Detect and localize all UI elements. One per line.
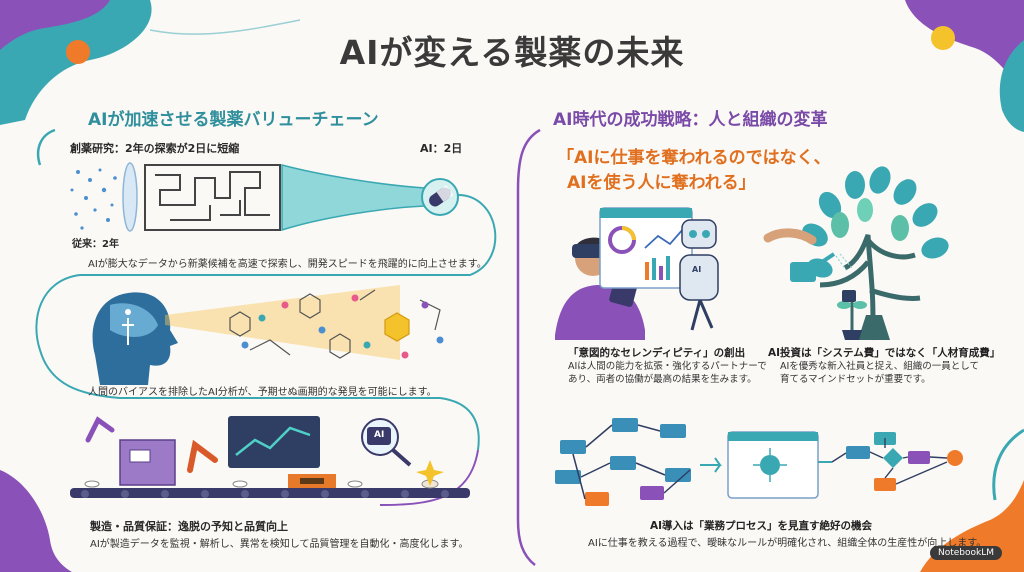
- corner-blob-top-right-teal: [999, 40, 1024, 132]
- process-illustration: [555, 418, 963, 506]
- quote-line-2: AIを使う人に奪われる」: [567, 173, 756, 193]
- ai-time-label: AI：2日: [420, 142, 463, 155]
- funnel: [281, 164, 426, 232]
- corner-blob-top-right: [905, 0, 1024, 95]
- manufacturing-description: AIが製造データを監視・解析し、異常を検知して品質管理を自動化・高度化します。: [90, 539, 469, 550]
- discovery-label: 創薬研究：2年の探索が2日に短縮: [70, 142, 240, 155]
- column-divider: [516, 128, 541, 566]
- light-beam: [165, 285, 400, 360]
- flow-connector: [35, 194, 497, 451]
- brand-logo: NotebookLM: [929, 546, 1002, 560]
- serendipity-title: 「意図的なセレンディピティ」の創出: [568, 347, 746, 359]
- investment-illustration: [763, 166, 949, 341]
- quote-line-1: 「AIに仕事を奪われるのではなく、: [557, 148, 831, 168]
- serendipity-illustration: [555, 207, 719, 340]
- investment-line-2: 育てるマインドセットが重要です。: [780, 374, 931, 385]
- corner-blob-bottom-left: [0, 470, 72, 572]
- process-description: AIに仕事を教える過程で、曖昧なルールが明確化され、組織全体の生産性が向上します…: [588, 538, 987, 549]
- bias-description: 人間のバイアスを排除したAI分析が、予期せぬ画期的な発見を可能にします。: [88, 387, 437, 398]
- deco-dot-yellow-tr: [931, 26, 955, 50]
- corner-blob-top-left-purple: [0, 0, 110, 50]
- serendipity-line-2: あり、両者の協働が最高の結果を生みます。: [568, 374, 757, 385]
- serendipity-caption: 「意図的なセレンディピティ」の創出 AIは人間の能力を拡張・強化するパートナーで…: [568, 345, 778, 386]
- conventional-time-label: 従来：2年: [72, 239, 119, 250]
- investment-caption: AI投資は「システム費」ではなく「人材育成費」 AIを優秀な新入社員と捉え、組織…: [768, 345, 1008, 386]
- manufacturing-illustration: [70, 416, 470, 498]
- manufacturing-title: 製造・品質保証：逸脱の予知と品質向上: [90, 520, 288, 533]
- section-heading-value-chain: AIが加速させる製薬バリューチェーン: [88, 110, 379, 130]
- manufacturing-ai-label: AI: [374, 430, 385, 440]
- key-quote: 「AIに仕事を奪われるのではなく、 AIを使う人に奪われる」: [557, 146, 831, 196]
- process-title: AI導入は「業務プロセス」を見直す絶好の機会: [650, 520, 873, 532]
- robot-ai-label: AI: [692, 265, 702, 274]
- discovery-illustration: [70, 162, 459, 232]
- section-heading-strategy: AI時代の成功戦略：人と組織の変革: [553, 110, 828, 130]
- bias-illustration: [92, 285, 444, 385]
- investment-line-1: AIを優秀な新入社員と捉え、組織の一員として: [780, 361, 980, 372]
- serendipity-line-1: AIは人間の能力を拡張・強化するパートナーで: [568, 361, 767, 372]
- investment-title: AI投資は「システム費」ではなく「人材育成費」: [768, 347, 1001, 359]
- discovery-description: AIが膨大なデータから新薬候補を高速で探索し、開発スピードを飛躍的に向上させます…: [88, 259, 487, 270]
- deco-dot-orange-tl: [66, 40, 90, 64]
- page-title: AIが変える製薬の未来: [339, 33, 685, 72]
